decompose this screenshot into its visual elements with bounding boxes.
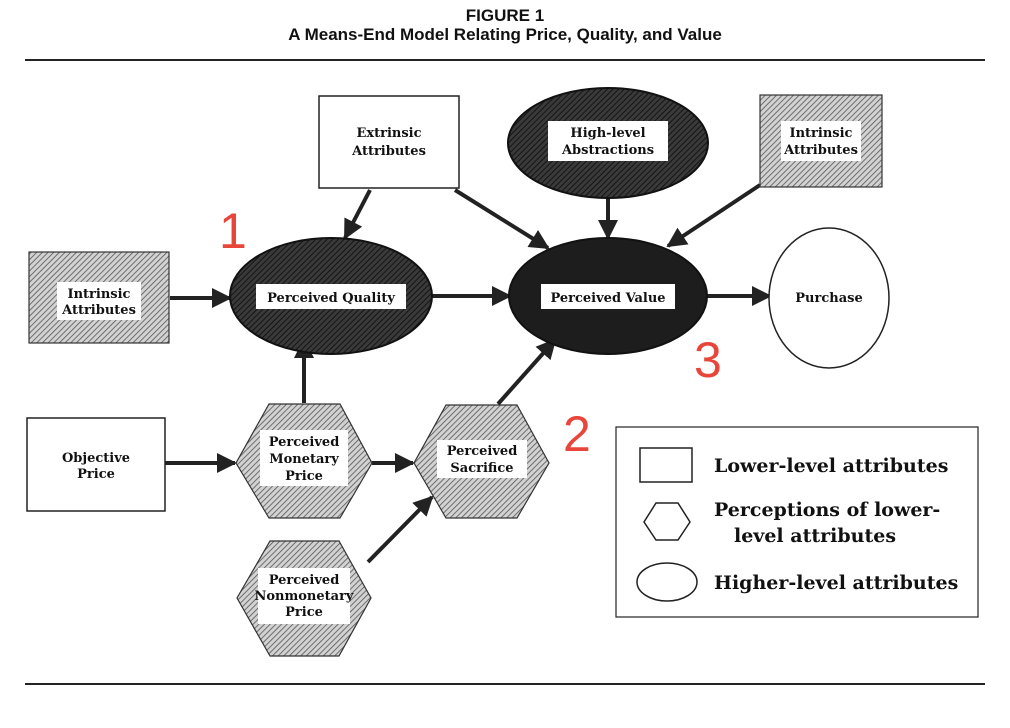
svg-text:Price: Price xyxy=(285,605,323,620)
svg-text:Intrinsic: Intrinsic xyxy=(790,126,853,141)
legend-hexagon-icon xyxy=(643,502,691,541)
legend-ellipse-label: Higher-level attributes xyxy=(714,572,958,594)
svg-text:Perceived Quality: Perceived Quality xyxy=(267,291,395,306)
nonmonetary-line-2: Nonmonetary xyxy=(255,589,354,604)
edge-nonmonetary-to-sacrifice xyxy=(366,495,434,564)
svg-text:level attributes: level attributes xyxy=(734,525,896,547)
node-intrinsic-attributes-left: Intrinsic Attributes xyxy=(28,251,170,344)
svg-text:Price: Price xyxy=(77,467,115,482)
svg-text:Attributes: Attributes xyxy=(783,143,858,158)
svg-text:Objective: Objective xyxy=(62,451,130,466)
figure-number: FIGURE 1 xyxy=(465,6,545,25)
node-perceived-quality: Perceived Quality xyxy=(229,237,433,355)
extrinsic-line-2: Attributes xyxy=(351,144,426,159)
svg-text:Monetary: Monetary xyxy=(269,452,339,467)
edge-sacrifice-to-value xyxy=(496,338,557,406)
abstractions-line-1: High-level xyxy=(570,126,645,141)
objective-price-line-2: Price xyxy=(77,467,115,482)
node-high-level-abstractions: High-level Abstractions xyxy=(507,87,709,199)
annotation-3: 3 xyxy=(694,332,722,388)
node-perceived-nonmonetary-price: Perceived Nonmonetary Price xyxy=(236,540,372,657)
svg-text:High-level: High-level xyxy=(570,126,645,141)
monetary-price-line-3: Price xyxy=(285,469,323,484)
sacrifice-line-1: Perceived xyxy=(447,444,518,459)
svg-text:Abstractions: Abstractions xyxy=(561,143,654,158)
top-rule xyxy=(25,59,985,61)
bottom-rule xyxy=(25,683,985,685)
legend-hexagon-label-1: Perceptions of lower- xyxy=(714,499,940,521)
svg-text:Perceived: Perceived xyxy=(447,444,518,459)
node-objective-price: Objective Price xyxy=(26,417,166,512)
extrinsic-line-1: Extrinsic xyxy=(356,126,421,141)
svg-text:Perceived: Perceived xyxy=(269,573,340,588)
objective-price-line-1: Objective xyxy=(62,451,130,466)
svg-text:Perceived: Perceived xyxy=(269,435,340,450)
monetary-price-line-2: Monetary xyxy=(269,452,339,467)
legend-rectangle-label: Lower-level attributes xyxy=(714,455,948,477)
monetary-price-line-1: Perceived xyxy=(269,435,340,450)
svg-text:Attributes: Attributes xyxy=(351,144,426,159)
node-intrinsic-attributes-right: Intrinsic Attributes xyxy=(759,94,883,188)
svg-text:Higher-level attributes: Higher-level attributes xyxy=(714,572,958,594)
node-purchase: Purchase xyxy=(768,227,890,369)
legend-ellipse-icon xyxy=(636,562,698,602)
annotation-1: 1 xyxy=(219,203,247,259)
edge-intrinsic-right-to-value xyxy=(666,183,762,248)
svg-text:Sacrifice: Sacrifice xyxy=(450,461,513,476)
nonmonetary-line-3: Price xyxy=(285,605,323,620)
intrinsic-right-line-2: Attributes xyxy=(783,143,858,158)
node-extrinsic-attributes: Extrinsic Attributes xyxy=(318,95,460,189)
sacrifice-line-2: Sacrifice xyxy=(450,461,513,476)
legend-hexagon-label-2: level attributes xyxy=(734,525,896,547)
node-perceived-value: Perceived Value xyxy=(508,237,708,355)
svg-text:Lower-level attributes: Lower-level attributes xyxy=(714,455,948,477)
svg-text:Price: Price xyxy=(285,469,323,484)
node-perceived-sacrifice: Perceived Sacrifice xyxy=(413,404,550,519)
nonmonetary-line-1: Perceived xyxy=(269,573,340,588)
abstractions-line-2: Abstractions xyxy=(561,143,654,158)
svg-text:Perceived Value: Perceived Value xyxy=(550,291,665,306)
node-perceived-monetary-price: Perceived Monetary Price xyxy=(235,403,373,519)
intrinsic-right-line-1: Intrinsic xyxy=(790,126,853,141)
svg-text:Purchase: Purchase xyxy=(795,291,862,306)
legend: Lower-level attributes Perceptions of lo… xyxy=(615,426,979,618)
figure-header: FIGURE 1 A Means-End Model Relating Pric… xyxy=(0,6,1010,44)
svg-text:Extrinsic: Extrinsic xyxy=(356,126,421,141)
annotation-2: 2 xyxy=(563,406,591,462)
perceived-value-label: Perceived Value xyxy=(550,291,665,306)
svg-text:Perceptions of lower-: Perceptions of lower- xyxy=(714,499,940,521)
legend-rectangle-icon xyxy=(639,447,693,483)
purchase-label: Purchase xyxy=(795,291,862,306)
edge-extrinsic-to-value xyxy=(453,188,550,250)
figure-title: A Means-End Model Relating Price, Qualit… xyxy=(288,25,722,44)
edge-extrinsic-to-quality xyxy=(343,189,372,240)
svg-text:Attributes: Attributes xyxy=(61,303,136,318)
edges xyxy=(165,183,772,564)
svg-text:Intrinsic: Intrinsic xyxy=(68,287,131,302)
svg-text:Nonmonetary: Nonmonetary xyxy=(255,589,354,604)
intrinsic-left-line-1: Intrinsic xyxy=(68,287,131,302)
perceived-quality-label: Perceived Quality xyxy=(267,291,395,306)
intrinsic-left-line-2: Attributes xyxy=(61,303,136,318)
